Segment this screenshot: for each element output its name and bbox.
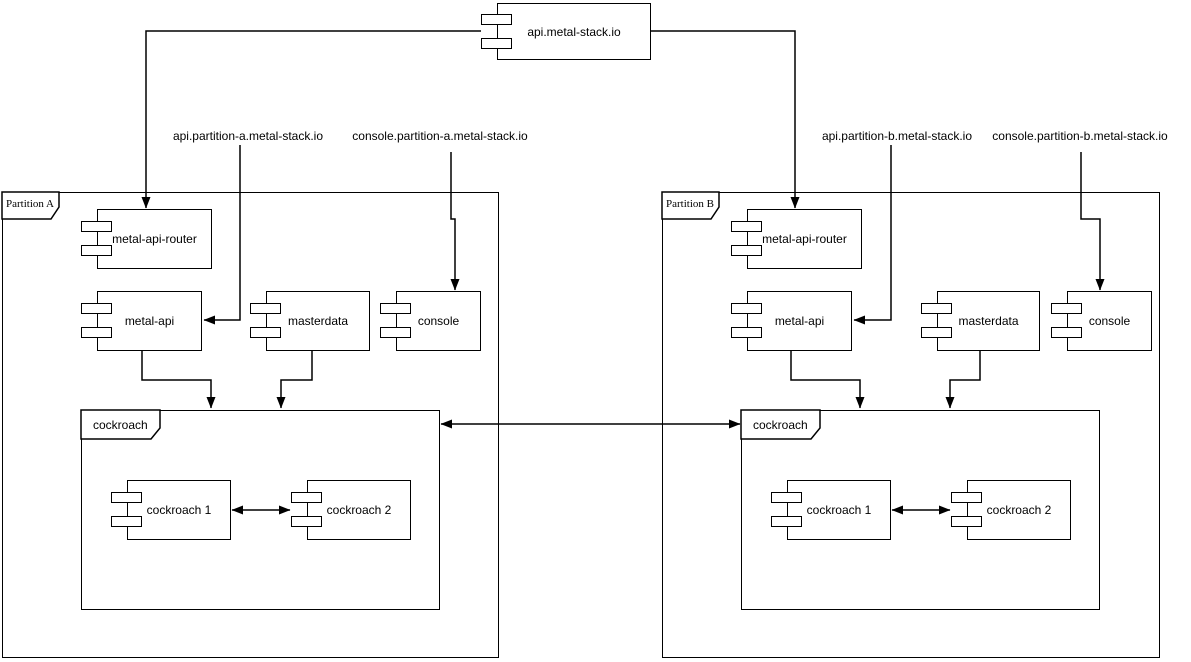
component-cockroach-2-a: cockroach 2 [291, 480, 411, 540]
uml-component-icon-bar [731, 245, 762, 256]
uml-component-icon-bar [1051, 327, 1082, 338]
component-label: metal-api-router [112, 232, 197, 246]
uml-component-icon-bar [380, 327, 411, 338]
uml-component-icon-bar [1051, 303, 1082, 314]
uml-component-icon-bar [921, 327, 952, 338]
uml-component-icon-bar [481, 13, 512, 25]
partition-b-cockroach-frame [741, 410, 1100, 610]
connector-top-to-router-b [651, 30, 800, 209]
partition-a-cockroach-frame [81, 410, 440, 610]
component-label: api.metal-stack.io [527, 24, 621, 39]
uml-component-icon-bar [771, 516, 802, 527]
component-label: metal-api [124, 314, 175, 328]
dns-label-api-partition-a: api.partition-a.metal-stack.io [172, 129, 324, 143]
component-metal-api-router-b: metal-api-router [731, 209, 862, 269]
component-cockroach-2-b: cockroach 2 [951, 480, 1071, 540]
component-label: cockroach 1 [806, 503, 872, 517]
component-label: console [417, 314, 460, 328]
uml-component-icon-bar [81, 245, 112, 256]
uml-component-icon-bar [951, 492, 982, 503]
component-api-metal-stack-io: api.metal-stack.io [481, 3, 651, 60]
uml-component-icon-bar [250, 303, 281, 314]
uml-component-icon-bar [481, 37, 512, 49]
uml-component-icon-bar [380, 303, 411, 314]
cockroach-a-title: cockroach [93, 418, 148, 432]
component-cockroach-1-b: cockroach 1 [771, 480, 891, 540]
component-metal-api-router-a: metal-api-router [81, 209, 212, 269]
uml-component-icon-bar [250, 327, 281, 338]
component-label: console [1088, 314, 1131, 328]
component-masterdata-a: masterdata [250, 291, 370, 351]
partition-b-title: Partition B [666, 198, 714, 210]
uml-component-icon-bar [921, 303, 952, 314]
connector-top-to-router-a [141, 30, 481, 209]
uml-component-icon-bar [951, 516, 982, 527]
dns-label-console-partition-b: console.partition-b.metal-stack.io [992, 129, 1168, 143]
uml-component-icon-bar [81, 303, 112, 314]
cockroach-b-title: cockroach [753, 418, 808, 432]
component-metal-api-a: metal-api [81, 291, 202, 351]
uml-component-icon-bar [291, 492, 322, 503]
component-label: metal-api [774, 314, 825, 328]
component-console-a: console [380, 291, 481, 351]
uml-component-icon-bar [111, 492, 142, 503]
uml-component-icon-bar [771, 492, 802, 503]
partition-a-title: Partition A [6, 198, 54, 210]
uml-component-icon-bar [731, 327, 762, 338]
component-label: cockroach 2 [986, 503, 1052, 517]
uml-component-icon-bar [731, 303, 762, 314]
uml-component-icon-bar [111, 516, 142, 527]
dns-label-console-partition-a: console.partition-a.metal-stack.io [352, 129, 528, 143]
component-console-b: console [1051, 291, 1152, 351]
uml-component-icon-bar [81, 221, 112, 232]
component-label: cockroach 1 [146, 503, 212, 517]
uml-component-icon-bar [81, 327, 112, 338]
dns-label-api-partition-b: api.partition-b.metal-stack.io [821, 129, 973, 143]
uml-component-icon-bar [291, 516, 322, 527]
component-label: masterdata [958, 314, 1019, 328]
component-masterdata-b: masterdata [921, 291, 1040, 351]
component-metal-api-b: metal-api [731, 291, 852, 351]
component-label: masterdata [287, 314, 349, 328]
uml-component-icon-bar [731, 221, 762, 232]
component-label: metal-api-router [762, 232, 847, 246]
component-label: cockroach 2 [326, 503, 392, 517]
component-cockroach-1-a: cockroach 1 [111, 480, 231, 540]
